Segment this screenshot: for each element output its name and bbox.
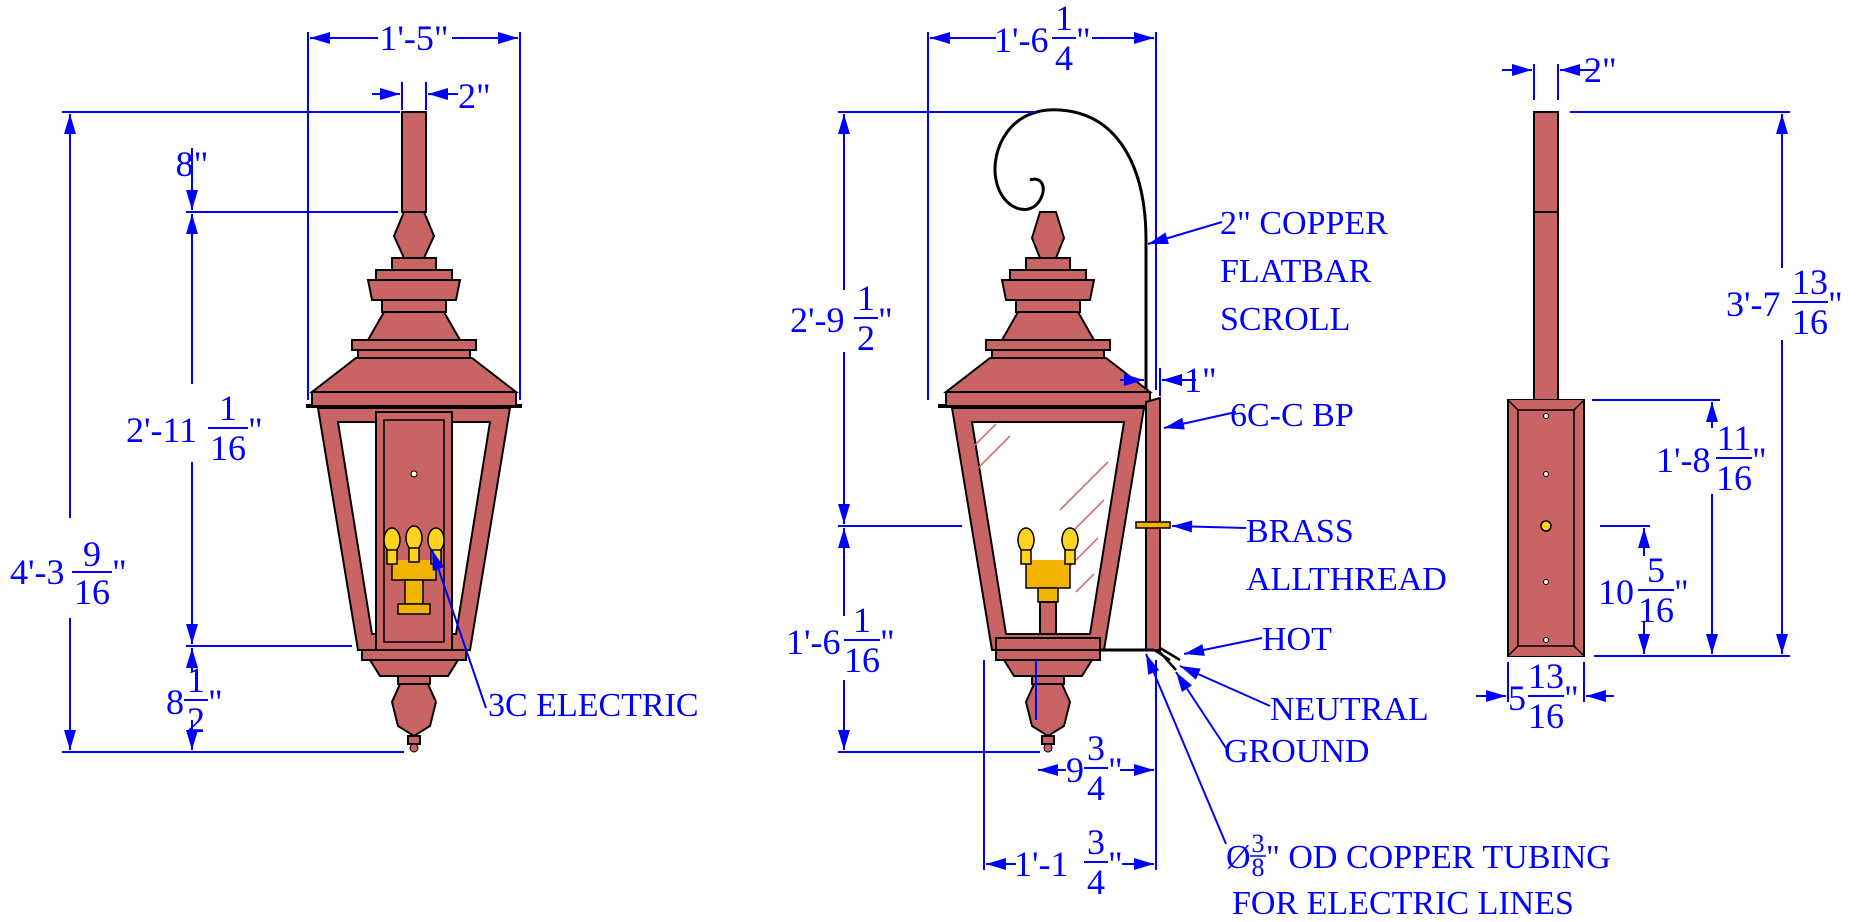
svg-text:16: 16 [844, 640, 880, 680]
svg-text:3: 3 [1087, 728, 1105, 768]
svg-text:16: 16 [74, 572, 110, 612]
svg-text:9: 9 [1066, 750, 1084, 790]
svg-text:3'-7: 3'-7 [1726, 284, 1780, 324]
side-gap-label: 1" [1184, 360, 1217, 400]
back-overall-height-label: 3'-7 13 16 " [1726, 262, 1843, 342]
svg-text:2'-11: 2'-11 [126, 410, 197, 450]
svg-text:8: 8 [166, 682, 184, 722]
svg-text:1: 1 [187, 660, 205, 700]
svg-text:ALLTHREAD: ALLTHREAD [1246, 561, 1447, 598]
svg-text:5: 5 [1647, 550, 1665, 590]
svg-text:Ø: Ø [1226, 839, 1251, 876]
svg-text:4: 4 [1055, 38, 1073, 78]
svg-text:": " [1828, 284, 1843, 324]
callout-flatbar-scroll: 2" COPPER FLATBAR SCROLL [1220, 205, 1388, 338]
callout-copper-tubing: Ø 3 8 " OD COPPER TUBING FOR ELECTRIC LI… [1226, 829, 1611, 922]
svg-text:16: 16 [1528, 696, 1564, 736]
callout-neutral: NEUTRAL [1270, 691, 1429, 728]
front-stem-height-label: 8" [176, 144, 209, 184]
svg-text:": " [1076, 20, 1091, 60]
side-lower-height-label: 1'-6 1 16 " [786, 600, 895, 680]
svg-text:4: 4 [1087, 862, 1105, 902]
front-lantern [306, 111, 522, 753]
front-stem-width-label: 2" [458, 76, 491, 116]
side-projection-short-label: 9 3 4 " [1066, 728, 1123, 808]
svg-text:16: 16 [1716, 458, 1752, 498]
svg-text:9: 9 [83, 534, 101, 574]
svg-text:1: 1 [219, 388, 237, 428]
svg-text:8: 8 [1252, 853, 1265, 882]
callout-hot: HOT [1262, 621, 1332, 658]
back-view: 2" 3'-7 13 16 " 1'-8 11 16 " [1476, 50, 1843, 736]
svg-text:16: 16 [1792, 302, 1828, 342]
svg-text:3: 3 [1252, 829, 1265, 858]
front-view: 1'-5" 2" 8" 4'-3 9 16 " [10, 18, 699, 753]
svg-text:" OD COPPER TUBING: " OD COPPER TUBING [1266, 839, 1611, 876]
side-overall-width-label: 1'-6 1 4 " [994, 0, 1091, 78]
svg-text:SCROLL: SCROLL [1220, 301, 1350, 338]
svg-text:": " [1752, 440, 1767, 480]
back-mount-height-label: 10 5 16 " [1598, 550, 1689, 630]
svg-text:2: 2 [857, 318, 875, 358]
svg-text:11: 11 [1717, 418, 1752, 458]
svg-text:BRASS: BRASS [1246, 513, 1354, 550]
svg-text:FLATBAR: FLATBAR [1220, 253, 1371, 290]
svg-text:2" COPPER: 2" COPPER [1220, 205, 1388, 242]
svg-text:13: 13 [1528, 656, 1564, 696]
svg-text:4'-3: 4'-3 [10, 552, 64, 592]
side-dimensions: 1'-6 1 4 " 2'-9 1 2 " 1'-6 1 [786, 0, 1611, 922]
svg-text:1'-8: 1'-8 [1656, 440, 1710, 480]
svg-text:4: 4 [1087, 768, 1105, 808]
callout-ground: GROUND [1224, 733, 1369, 770]
back-plate-drawing [1507, 111, 1585, 657]
svg-text:FOR ELECTRIC LINES: FOR ELECTRIC LINES [1232, 885, 1574, 922]
back-plate-width-label: 5 13 16 " [1508, 656, 1579, 736]
callout-3c-electric: 3C ELECTRIC [488, 687, 699, 724]
svg-text:5: 5 [1508, 678, 1526, 718]
front-overall-height-label: 4'-3 9 16 " [10, 534, 127, 612]
side-scroll-height-label: 2'-9 1 2 " [790, 278, 893, 358]
callout-brass-allthread: BRASS ALLTHREAD [1246, 513, 1447, 598]
front-body-height-label: 2'-11 1 16 " [126, 388, 263, 468]
svg-text:13: 13 [1792, 262, 1828, 302]
back-dimensions: 2" 3'-7 13 16 " 1'-8 11 16 " [1476, 50, 1843, 736]
svg-text:": " [112, 552, 127, 592]
svg-text:3: 3 [1087, 822, 1105, 862]
front-bottom-finial-label: 8 1 2 " [166, 660, 223, 740]
svg-text:10: 10 [1598, 572, 1634, 612]
svg-text:1'-1: 1'-1 [1014, 844, 1068, 884]
svg-text:": " [880, 622, 895, 662]
svg-text:1: 1 [857, 278, 875, 318]
front-width-label: 1'-5" [379, 18, 448, 58]
svg-text:1'-6: 1'-6 [994, 20, 1048, 60]
back-plate-height-label: 1'-8 11 16 " [1656, 418, 1767, 498]
svg-text:16: 16 [1638, 590, 1674, 630]
svg-text:": " [248, 410, 263, 450]
side-view: 1'-6 1 4 " 2'-9 1 2 " 1'-6 1 [786, 0, 1611, 922]
svg-text:2'-9: 2'-9 [790, 300, 844, 340]
svg-text:": " [1108, 844, 1123, 884]
svg-text:1'-6: 1'-6 [786, 622, 840, 662]
callout-6cc-bp: 6C-C BP [1230, 397, 1354, 434]
svg-text:": " [1674, 572, 1689, 612]
side-projection-long-label: 1'-1 3 4 " [1014, 822, 1123, 902]
svg-text:": " [1564, 678, 1579, 718]
side-lantern [938, 108, 1181, 753]
front-dimensions: 1'-5" 2" 8" 4'-3 9 16 " [10, 18, 699, 753]
svg-text:16: 16 [210, 428, 246, 468]
svg-text:": " [1108, 750, 1123, 790]
back-stem-width-label: 2" [1584, 50, 1617, 90]
svg-text:2: 2 [187, 700, 205, 740]
svg-text:1: 1 [853, 600, 871, 640]
svg-text:": " [878, 300, 893, 340]
svg-text:": " [208, 682, 223, 722]
svg-text:1: 1 [1055, 0, 1073, 38]
